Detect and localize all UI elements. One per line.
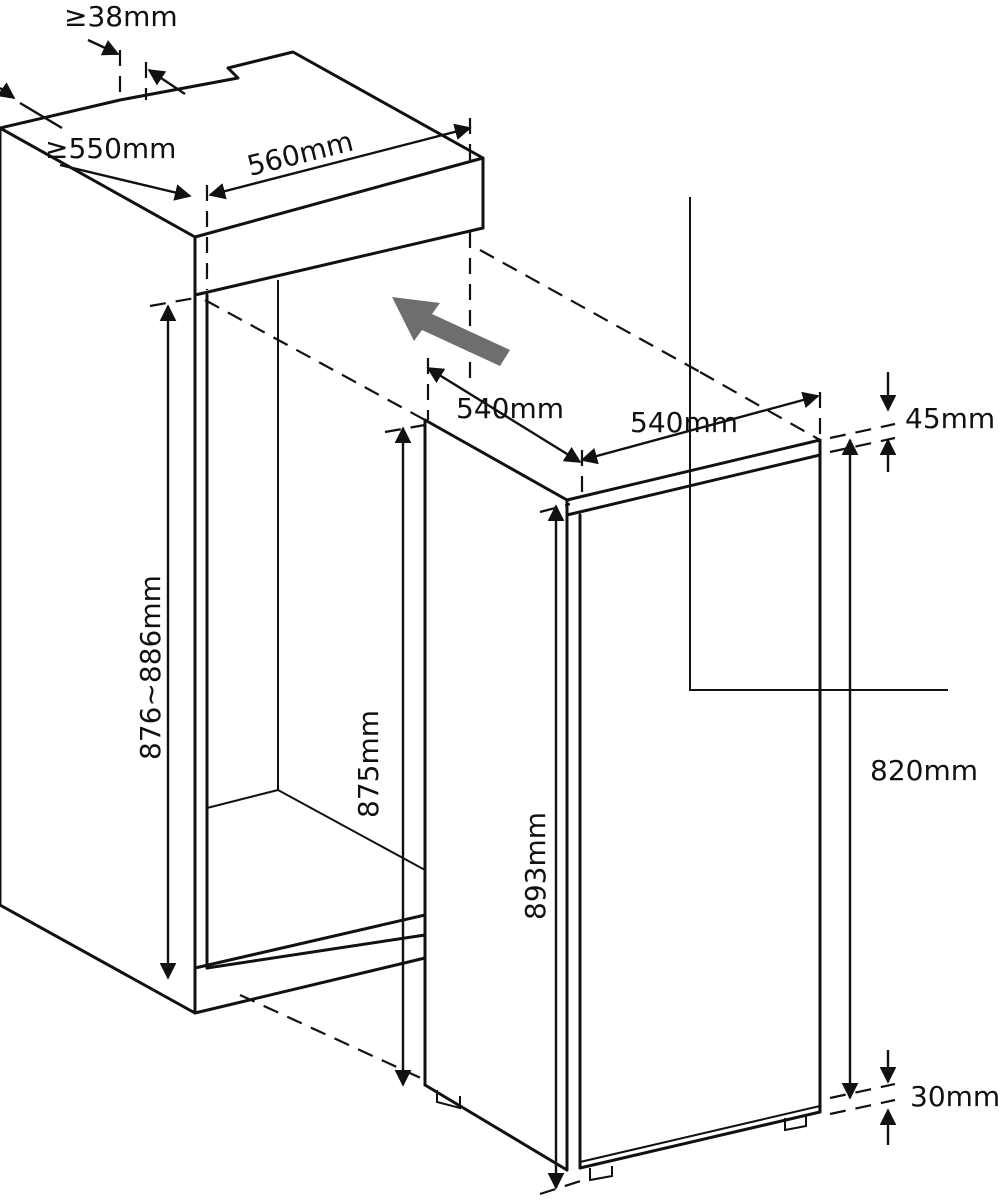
cabinet-height-witness-top <box>149 296 196 308</box>
appliance-total-height-witness-top <box>539 502 571 514</box>
cabinet-depth-arrow-top <box>0 82 16 99</box>
appliance-front-foot-right <box>784 1114 807 1132</box>
cabinet <box>0 50 485 1081</box>
cabinet-top-slab <box>0 50 485 239</box>
label-cabinet-height: 876~886mm <box>134 575 167 760</box>
label-top-gap: 45mm <box>905 402 995 435</box>
slide-in-arrow <box>392 297 510 366</box>
bottom-gap-witness-1 <box>829 1082 896 1100</box>
label-appliance-body-height: 875mm <box>352 710 385 818</box>
appliance-door-bottom <box>578 1110 822 1170</box>
cabinet-floor-front <box>193 913 427 970</box>
appliance-top-face <box>423 418 822 502</box>
label-gap-top: ≥38mm <box>64 0 178 33</box>
cabinet-width-dim <box>208 123 472 200</box>
cabinet-depth-arrow-bottom <box>59 163 192 201</box>
appliance-door-bottom-inner <box>579 1105 821 1163</box>
appliance <box>392 249 822 1182</box>
gap-top-arrow-left <box>87 38 120 56</box>
cabinet-floor-bottom <box>193 956 427 1015</box>
label-cabinet-depth: ≥550mm <box>45 132 176 165</box>
cabinet-hidden-floor-line <box>239 994 426 1081</box>
appliance-total-height-witness-bottom <box>539 1176 591 1196</box>
cabinet-left-panel <box>0 126 197 1015</box>
label-appliance-depth: 540mm <box>456 392 564 425</box>
dimensions <box>0 38 897 1196</box>
appliance-hidden-top-back <box>479 249 701 373</box>
label-appliance-total-height: 893mm <box>519 812 552 920</box>
appliance-door-top <box>565 453 822 517</box>
door-reference-line <box>689 197 948 691</box>
appliance-width-dim <box>580 391 820 465</box>
cabinet-depth-line-top <box>19 101 63 130</box>
top-gap-witness-2 <box>829 436 896 454</box>
appliance-depth-dim <box>426 366 582 464</box>
appliance-body-height-witness <box>384 423 426 434</box>
bottom-gap-witness-2 <box>829 1098 896 1116</box>
cabinet-floor-front-inner <box>205 933 427 970</box>
appliance-side-bottom <box>423 1083 569 1172</box>
cabinet-inner-floor-back <box>206 789 279 809</box>
cabinet-hidden-top-line <box>204 299 426 421</box>
dimension-labels: ≥38mm ≥550mm 560mm 876~886mm 540mm 540mm… <box>45 0 1000 1113</box>
appliance-front-foot-left <box>589 1166 613 1182</box>
label-cabinet-width: 560mm <box>244 125 357 183</box>
gap-top-arrow-right <box>147 69 186 95</box>
label-bottom-gap: 30mm <box>910 1080 1000 1113</box>
label-door-height: 820mm <box>870 754 978 787</box>
appliance-rear-foot <box>436 1090 461 1110</box>
cabinet-top-slab-bottom <box>193 226 485 297</box>
top-gap-witness-1 <box>829 422 896 440</box>
label-appliance-width: 540mm <box>630 406 738 439</box>
